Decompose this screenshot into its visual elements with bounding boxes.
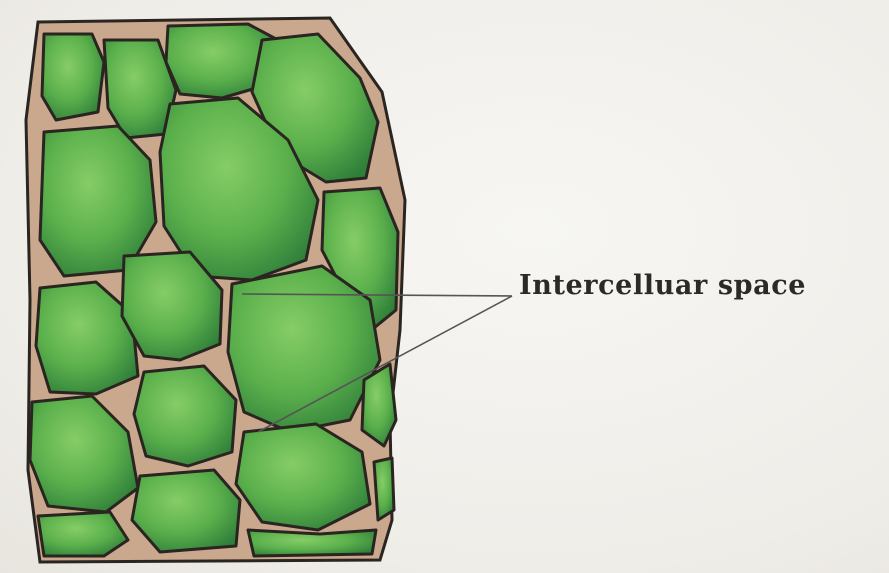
intercellular-space-label: Intercelluar space [519,270,806,301]
plant-cell [42,34,104,120]
plant-cell [374,458,394,520]
plant-cell [40,126,156,276]
plant-cell [132,470,240,552]
plant-cell [248,530,376,556]
cells-group [30,24,398,556]
plant-cell [38,512,128,556]
